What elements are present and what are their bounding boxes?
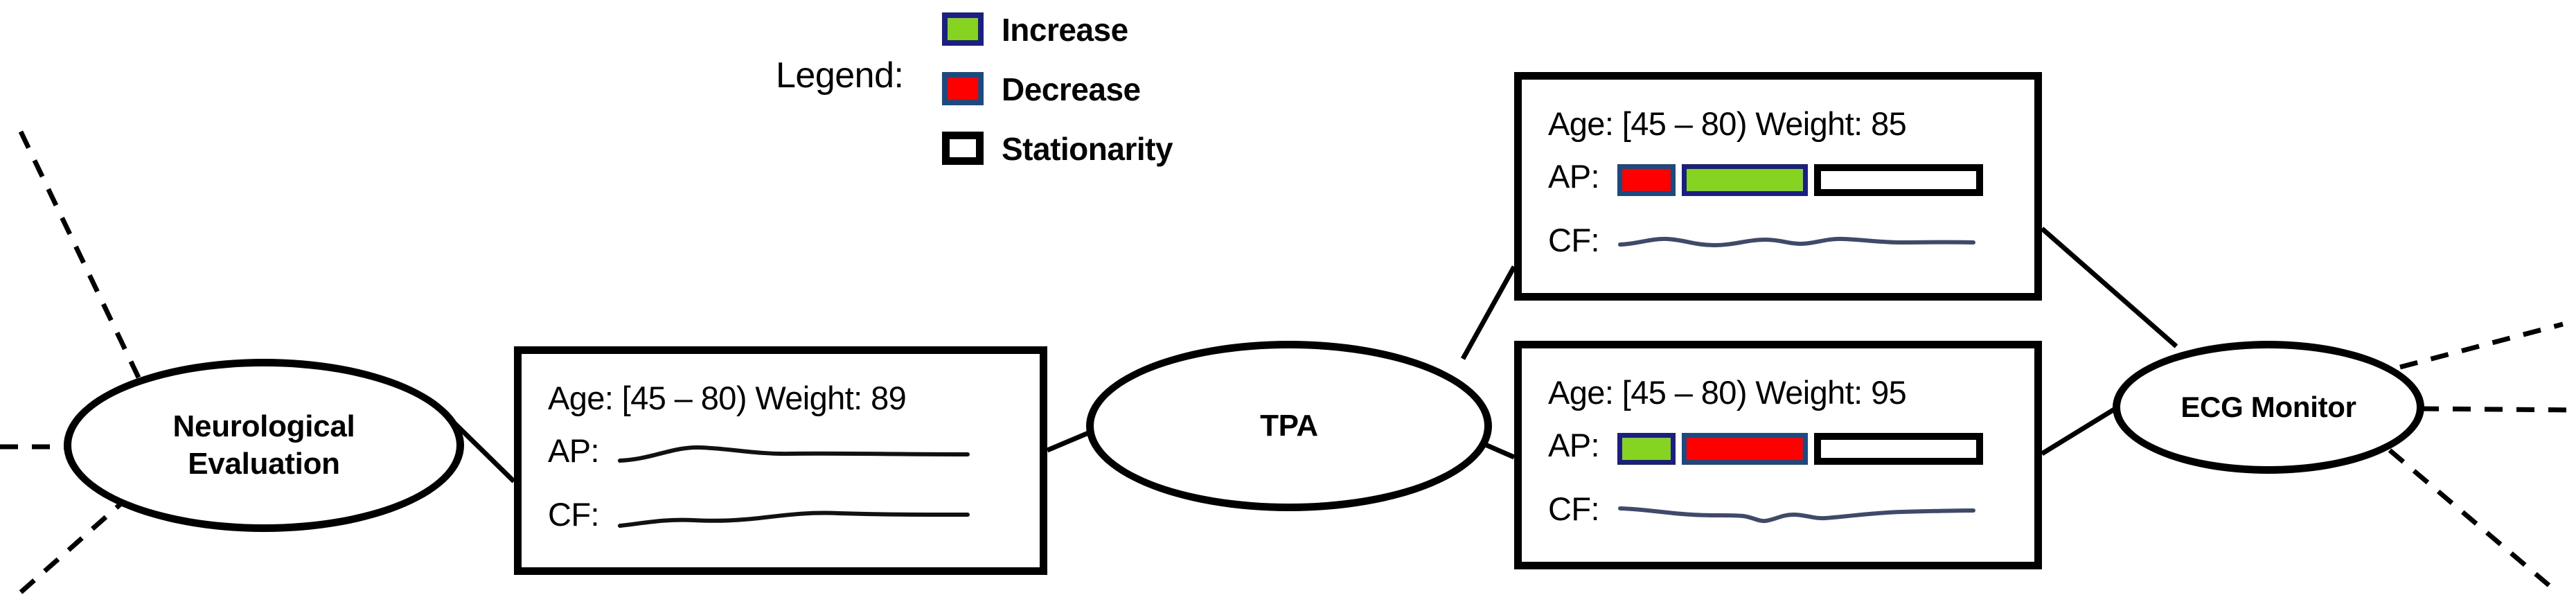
legend: Legend: Increase Decrease Stationarity [776,3,1302,176]
dashed-edge-upper-right [2399,321,2564,370]
ap-bars-bottom-right [1617,426,1983,469]
node-label-ecg-monitor: ECG Monitor [2180,391,2356,424]
decrease-swatch [942,72,984,105]
dashed-edge-right [2420,406,2576,413]
info-box-bottom-right[interactable]: Age: [45 – 80) Weight: 95 AP: CF: [1514,341,2042,569]
ap-bar-decrease [1617,164,1676,196]
legend-label-increase: Increase [1002,12,1128,48]
cf-label-bottom-right: CF: [1548,490,1600,527]
ap-bar-increase [1617,433,1676,465]
info-box-top-right[interactable]: Age: [45 – 80) Weight: 85 AP: CF: [1514,72,2042,301]
ap-waveform-left [617,432,970,472]
dashed-edge-lower-right [2388,448,2551,587]
node-ecg-monitor[interactable]: ECG Monitor [2113,341,2424,474]
ap-bar-decrease [1682,433,1808,465]
ap-bar-stationarity [1814,164,1983,196]
ap-label-bottom-right: AP: [1548,427,1600,463]
edge-topbox-to-ecg [2040,227,2178,348]
node-neurological-evaluation[interactable]: Neurological Evaluation [64,359,464,532]
ap-label-left: AP: [548,432,600,469]
box-title-left: Age: [45 – 80) Weight: 89 [548,380,907,416]
ap-bar-stationarity [1814,433,1983,465]
info-box-left[interactable]: Age: [45 – 80) Weight: 89 AP: CF: [514,346,1047,575]
cf-waveform-top-right [1617,221,1978,261]
legend-label-decrease: Decrease [1002,71,1141,107]
node-label-neurological-evaluation: Neurological Evaluation [172,409,355,481]
node-tpa[interactable]: TPA [1086,341,1492,511]
ap-bars-top-right [1617,157,1983,200]
stationarity-swatch [942,132,984,165]
dashed-edge-upper-left [18,130,141,379]
legend-title: Legend: [776,55,904,96]
ap-label-top-right: AP: [1548,158,1600,195]
box-title-top-right: Age: [45 – 80) Weight: 85 [1548,105,1907,142]
cf-waveform-left [617,495,970,535]
edge-bottombox-to-ecg [2041,403,2122,456]
cf-label-top-right: CF: [1548,222,1600,258]
cf-label-left: CF: [548,496,600,533]
increase-swatch [942,12,984,46]
edge-tpa-to-topbox [1460,265,1517,360]
ap-bar-increase [1682,164,1808,196]
dashed-edge-lower-left [19,495,130,594]
node-label-tpa: TPA [1260,409,1318,443]
edge-tpa-to-bottombox [1481,441,1516,460]
legend-label-stationarity: Stationarity [1002,131,1173,167]
cf-waveform-bottom-right [1617,490,1978,530]
box-title-bottom-right: Age: [45 – 80) Weight: 95 [1548,374,1907,411]
